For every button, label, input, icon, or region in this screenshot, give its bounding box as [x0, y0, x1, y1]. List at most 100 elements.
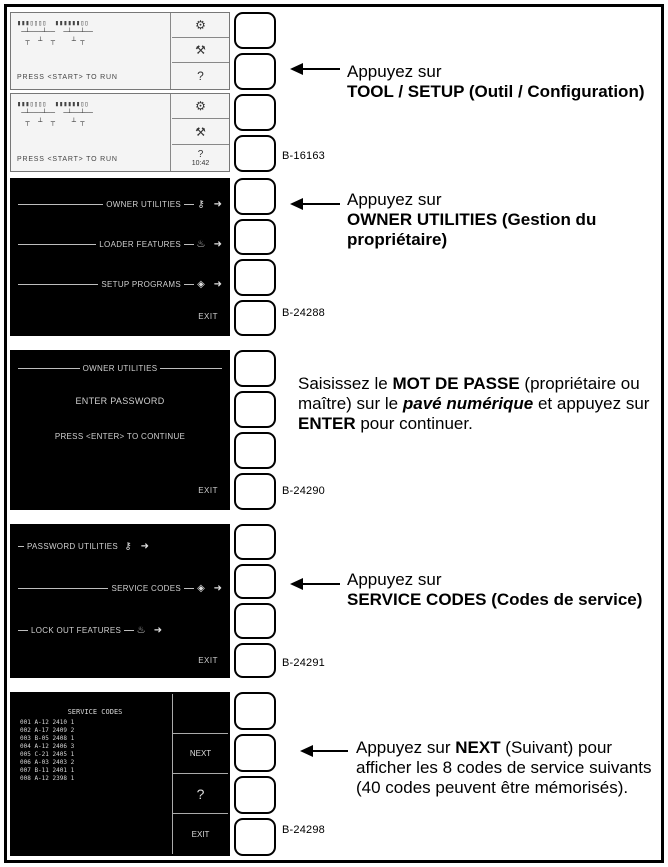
panel1-softkeys [234, 12, 276, 172]
callout-arrow [290, 198, 340, 210]
hammer-icon: ⚒ [172, 119, 229, 145]
table-row: 003 B-05 2408 1 [20, 735, 75, 742]
softkey-4[interactable] [234, 818, 276, 856]
softkey-1[interactable] [234, 12, 276, 49]
figure-code: B-16163 [282, 150, 325, 162]
tool-icon: ⚙ [172, 13, 229, 39]
callout-prefix: Appuyez sur [347, 62, 442, 81]
menu-row-loader-features: LOADER FEATURES♨➜ [18, 236, 222, 252]
arrow-right-icon: ➜ [213, 582, 222, 594]
menu-row-password-utilities: PASSWORD UTILITIES⚷➜ [18, 538, 222, 554]
softkey-3[interactable] [234, 259, 276, 296]
panel1-callout: Appuyez sur TOOL / SETUP (Outil / Config… [347, 62, 657, 102]
table-row: 002 A-17 2409 2 [20, 727, 75, 734]
callout-bold: NEXT [455, 738, 501, 757]
softkey-3[interactable] [234, 603, 276, 639]
panel3-instruction: Saisissez le MOT DE PASSE (propriétaire … [298, 374, 650, 433]
callout-bold: SERVICE CODES (Codes de service) [347, 590, 643, 609]
panel5-softkeys [234, 692, 276, 856]
clock-readout: 10:42 [191, 159, 210, 167]
help-icon: ? [197, 68, 204, 83]
status-panel: ▮▮▮▯▯▯▯ ▮▮▮▮▮▮▯▯ ─┴───┴── ─┴──┴── ┬ ┴ ┬ … [11, 13, 171, 89]
softkey-4[interactable] [234, 473, 276, 510]
tool-icon: ⚙ [172, 94, 229, 120]
table-row: 001 A-12 2410 1 [20, 719, 75, 726]
softkey-1[interactable] [234, 524, 276, 560]
softkey-1[interactable] [234, 350, 276, 387]
panel5-screen: SERVICE CODES 001 A-12 2410 1 002 A-17 2… [10, 692, 230, 856]
softkey-1[interactable] [234, 692, 276, 730]
table-row: 005 C-21 2405 1 [20, 751, 75, 758]
figure-code: B-24288 [282, 307, 325, 319]
figure-code: B-24291 [282, 657, 325, 669]
screen-header: OWNER UTILITIES [18, 360, 223, 376]
clock-cell: ? 10:42 [172, 145, 229, 170]
help-icon: ? [197, 148, 204, 160]
softkey-2[interactable] [234, 218, 276, 255]
panel3-softkeys [234, 350, 276, 510]
menu-row-setup-programs: SETUP PROGRAMS◈➜ [18, 276, 222, 292]
callout-prefix: Appuyez sur [347, 190, 442, 209]
softkey-2[interactable] [234, 53, 276, 90]
help-icon: ? [173, 774, 228, 814]
callout-prefix: Appuyez sur [347, 570, 442, 589]
panel3-screen: OWNER UTILITIES ENTER PASSWORD PRESS <EN… [10, 350, 230, 510]
panel1-screen-top: ▮▮▮▯▯▯▯ ▮▮▮▮▮▮▯▯ ─┴───┴── ─┴──┴── ┬ ┴ ┬ … [10, 12, 230, 90]
callout-bold: TOOL / SETUP (Outil / Configuration) [347, 82, 645, 101]
key-icon: ⚷ [124, 540, 132, 552]
service-codes-table: SERVICE CODES 001 A-12 2410 1 002 A-17 2… [20, 708, 170, 783]
press-enter-text: PRESS <ENTER> TO CONTINUE [54, 432, 186, 441]
softkey-4[interactable] [234, 299, 276, 336]
next-label: NEXT [173, 734, 228, 774]
panel2-screen: OWNER UTILITIES⚷➜ LOADER FEATURES♨➜ SETU… [10, 178, 230, 336]
menu-row-lock-out-features: LOCK OUT FEATURES♨➜ [18, 622, 222, 638]
hammer-icon: ⚒ [172, 38, 229, 64]
exit-label: EXIT [198, 486, 218, 495]
panel1-screen-bottom: ▮▮▮▯▯▯▯ ▮▮▮▮▮▮▯▯ ─┴───┴── ─┴──┴── ┬ ┴ ┬ … [10, 93, 230, 172]
arrow-right-icon: ➜ [213, 238, 222, 250]
softkey-2[interactable] [234, 391, 276, 428]
side-panel: ⚙ ⚒ ? 10:42 [172, 94, 229, 171]
table-side-panel: NEXT ? EXIT [172, 694, 228, 854]
setup-icon: ◈ [197, 278, 205, 290]
table-row: 006 A-03 2403 2 [20, 759, 75, 766]
page-frame [4, 4, 664, 863]
softkey-2[interactable] [234, 563, 276, 599]
side-blank [173, 694, 228, 734]
panel5-callout: Appuyez sur NEXT (Suivant) pour afficher… [356, 738, 661, 798]
panel2-callout: Appuyez sur OWNER UTILITIES (Gestion du … [347, 190, 662, 250]
panel4-softkeys [234, 524, 276, 678]
panel4-screen: PASSWORD UTILITIES⚷➜ SERVICE CODES◈➜ LOC… [10, 524, 230, 678]
callout-rest: (Suivant) pour afficher les 8 codes de s… [356, 738, 652, 797]
arrow-right-icon: ➜ [213, 198, 222, 210]
panel2-softkeys [234, 178, 276, 336]
table-row: 007 B-11 2401 1 [20, 767, 75, 774]
softkey-4[interactable] [234, 642, 276, 678]
softkey-4[interactable] [234, 135, 276, 172]
exit-label: EXIT [198, 656, 218, 665]
exit-label: EXIT [198, 312, 218, 321]
panel4-callout: Appuyez sur SERVICE CODES (Codes de serv… [347, 570, 662, 610]
service-icon: ◈ [197, 582, 205, 594]
table-row: 008 A-12 2398 1 [20, 775, 75, 782]
softkey-2[interactable] [234, 734, 276, 772]
arrow-right-icon: ➜ [153, 624, 163, 636]
lock-icon: ♨ [136, 624, 146, 636]
callout-prefix: Appuyez sur [356, 738, 456, 757]
softkey-3[interactable] [234, 776, 276, 814]
callout-arrow [290, 578, 340, 590]
status-panel: ▮▮▮▯▯▯▯ ▮▮▮▮▮▮▯▯ ─┴───┴── ─┴──┴── ┬ ┴ ┬ … [11, 94, 171, 171]
loader-icon: ♨ [196, 238, 206, 250]
side-panel: ⚙ ⚒ ? [172, 13, 229, 89]
menu-row-owner-utilities: OWNER UTILITIES⚷➜ [18, 196, 222, 212]
exit-label: EXIT [191, 829, 210, 839]
press-start-text: PRESS <START> TO RUN [17, 74, 118, 81]
softkey-3[interactable] [234, 94, 276, 131]
arrow-right-icon: ➜ [213, 278, 222, 290]
gauge-bars: ▮▮▮▯▯▯▯ ▮▮▮▮▮▮▯▯ ─┴───┴── ─┴──┴── ┬ ┴ ┬ … [17, 19, 93, 45]
softkey-1[interactable] [234, 178, 276, 215]
table-row: 004 A-12 2406 3 [20, 743, 75, 750]
softkey-3[interactable] [234, 432, 276, 469]
figure-code: B-24298 [282, 824, 325, 836]
menu-row-service-codes: SERVICE CODES◈➜ [18, 580, 222, 596]
